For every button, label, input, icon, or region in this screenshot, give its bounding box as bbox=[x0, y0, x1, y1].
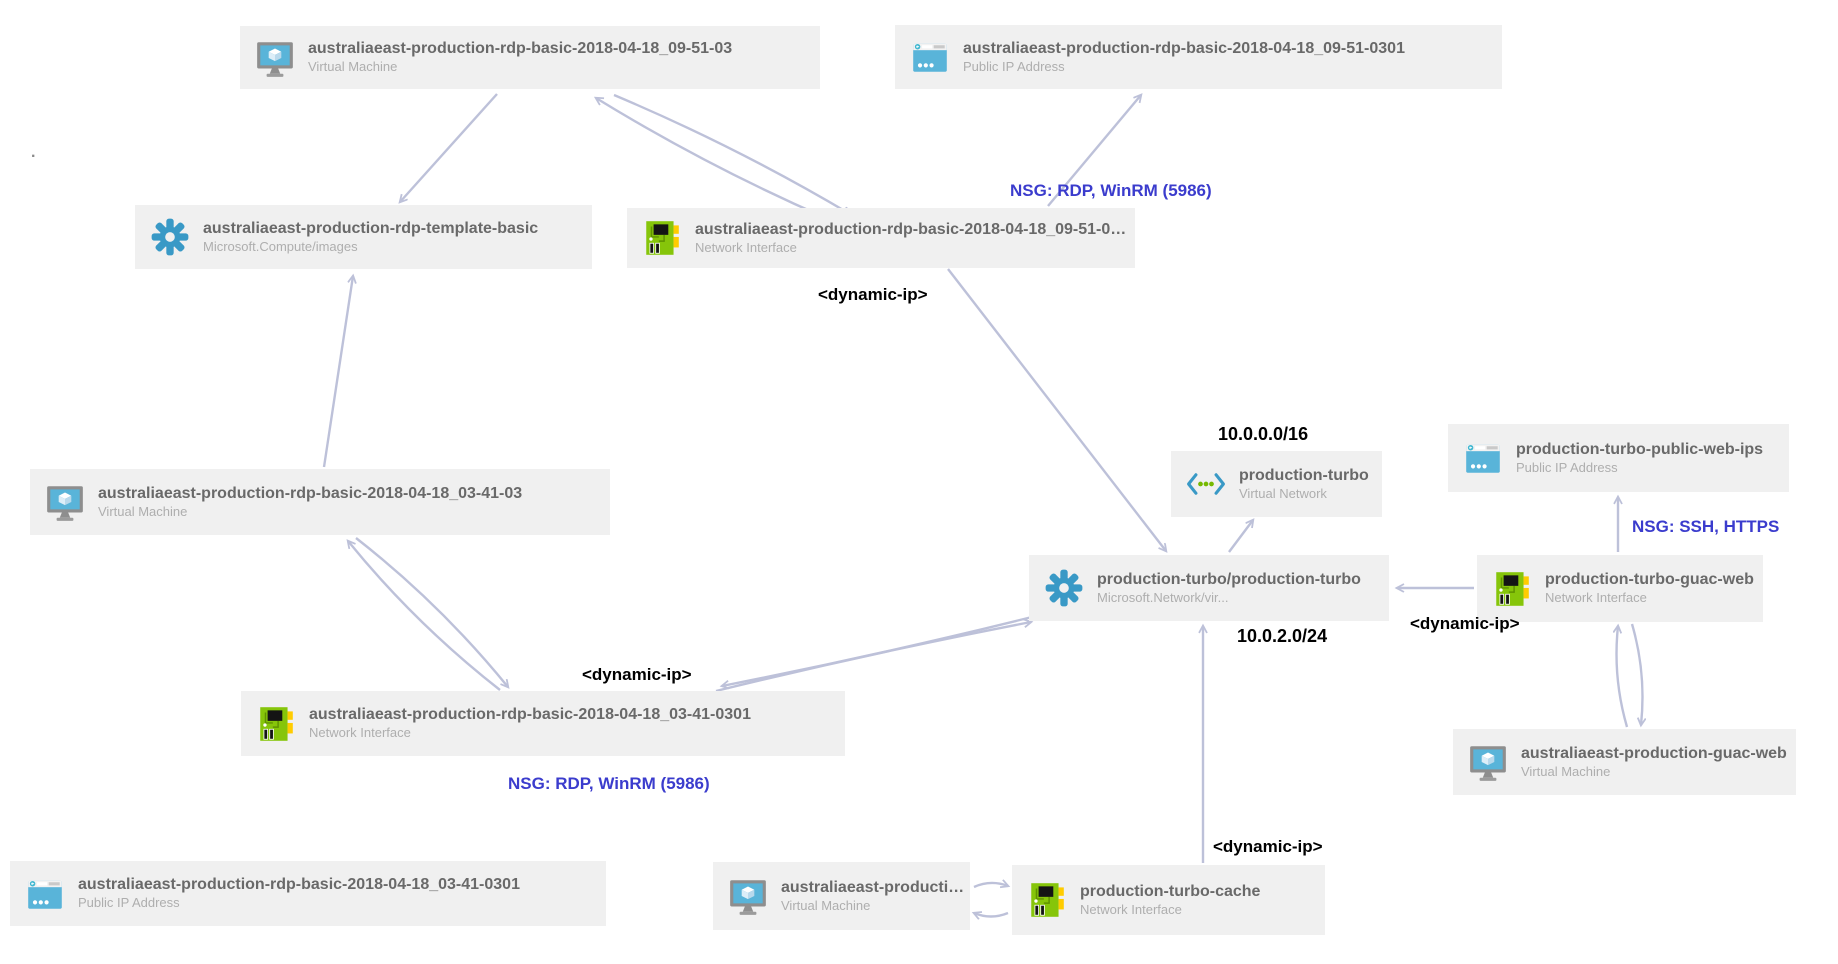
edge-nictop-to-subnet bbox=[947, 268, 1166, 551]
annotation-dynamic-ip-cache: <dynamic-ip> bbox=[1213, 837, 1323, 856]
node-text: australiaeast-production-cacheVirtual Ma… bbox=[781, 878, 970, 915]
node-text: australiaeast-production-rdp-basic-2018-… bbox=[695, 220, 1135, 257]
annotation-cidr-vnet: 10.0.0.0/16 bbox=[1218, 424, 1309, 444]
node-title: production-turbo bbox=[1239, 466, 1369, 484]
node-subtitle: Network Interface bbox=[695, 239, 797, 255]
node-title: australiaeast-production-cache bbox=[781, 878, 970, 896]
public-ip-icon bbox=[23, 872, 67, 916]
node-title: australiaeast-production-rdp-basic-2018-… bbox=[78, 876, 520, 894]
node-title: australiaeast-production-rdp-basic-2018-… bbox=[963, 39, 1405, 57]
annotation-nsg-bottom: NSG: RDP, WinRM (5986) bbox=[508, 774, 710, 793]
edge-vmcache-to-niccache bbox=[973, 883, 1008, 887]
gear-icon bbox=[1042, 566, 1086, 610]
edge-nicbottom-to-vmleft bbox=[348, 541, 501, 691]
annotation-stray-dot: . bbox=[31, 144, 36, 161]
vm-icon bbox=[1466, 740, 1510, 784]
node-title: australiaeast-production-rdp-basic-2018-… bbox=[98, 484, 523, 502]
node-subtitle: Network Interface bbox=[1080, 901, 1182, 917]
node-subtitle: Microsoft.Network/vir... bbox=[1097, 589, 1229, 605]
nic-icon bbox=[254, 702, 298, 746]
node-nic-rdp-0951-0301[interactable]: australiaeast-production-rdp-basic-2018-… bbox=[627, 208, 1135, 268]
edge-vmtop-to-template bbox=[400, 93, 498, 202]
annotation-cidr-subnet: 10.0.2.0/24 bbox=[1237, 626, 1328, 646]
node-title: australiaeast-production-rdp-basic-2018-… bbox=[309, 706, 751, 724]
annotation-nsg-top: NSG: RDP, WinRM (5986) bbox=[1010, 181, 1212, 200]
edge-nictop-to-piptop bbox=[1047, 95, 1141, 207]
node-subtitle: Network Interface bbox=[1545, 590, 1647, 606]
vm-icon bbox=[726, 874, 770, 918]
node-subtitle: Virtual Network bbox=[1239, 485, 1327, 501]
edge-vmleft-to-nicbottom bbox=[355, 537, 508, 687]
node-title: australiaeast-production-guac-web bbox=[1521, 744, 1787, 762]
edge-vmtop-to-nictop bbox=[613, 93, 850, 214]
annotation-nsg-ssh-https: NSG: SSH, HTTPS bbox=[1632, 517, 1780, 536]
node-subtitle: Public IP Address bbox=[963, 58, 1065, 74]
node-text: australiaeast-production-rdp-basic-2018-… bbox=[98, 484, 522, 521]
node-subtitle: Virtual Machine bbox=[781, 897, 871, 913]
node-text: australiaeast-production-rdp-template-ba… bbox=[203, 219, 538, 256]
edge-vmguac-to-nicguac bbox=[1617, 626, 1629, 728]
node-subtitle: Public IP Address bbox=[1516, 459, 1618, 475]
node-vm-cache[interactable]: australiaeast-production-cacheVirtual Ma… bbox=[713, 862, 970, 930]
node-vm-rdp-0951-03[interactable]: australiaeast-production-rdp-basic-2018-… bbox=[240, 26, 820, 89]
node-text: australiaeast-production-rdp-basic-2018-… bbox=[308, 39, 732, 76]
gear-icon bbox=[148, 215, 192, 259]
public-ip-icon bbox=[1461, 436, 1505, 480]
node-title: australiaeast-production-rdp-basic-2018-… bbox=[695, 220, 1135, 238]
vm-icon bbox=[43, 480, 87, 524]
node-vm-rdp-0341-03[interactable]: australiaeast-production-rdp-basic-2018-… bbox=[30, 469, 610, 535]
node-subtitle: Virtual Machine bbox=[98, 503, 188, 519]
node-title: production-turbo/production-turbo bbox=[1097, 570, 1361, 588]
edge-nicbottom-to-subnet bbox=[715, 622, 1031, 693]
node-title: production-turbo-cache bbox=[1080, 882, 1261, 900]
annotation-dynamic-ip-guac: <dynamic-ip> bbox=[1410, 614, 1520, 633]
node-subtitle: Network Interface bbox=[309, 725, 411, 741]
node-subtitle: Virtual Machine bbox=[308, 59, 398, 75]
edge-nicguac-to-vmguac bbox=[1630, 623, 1642, 725]
nic-icon bbox=[1490, 567, 1534, 611]
annotation-dynamic-ip-bottom: <dynamic-ip> bbox=[582, 665, 692, 684]
nic-icon bbox=[640, 216, 684, 260]
node-text: australiaeast-production-rdp-basic-2018-… bbox=[78, 875, 520, 912]
node-title: australiaeast-production-rdp-template-ba… bbox=[203, 219, 539, 237]
annotation-dynamic-ip-top: <dynamic-ip> bbox=[818, 285, 928, 304]
node-subtitle: Microsoft.Compute/images bbox=[203, 238, 358, 254]
edge-niccache-to-vmcache bbox=[974, 913, 1009, 917]
edge-nictop-to-vmtop bbox=[596, 98, 827, 220]
node-text: australiaeast-production-rdp-basic-2018-… bbox=[309, 705, 751, 742]
nic-icon bbox=[1025, 878, 1069, 922]
node-pip-rdp-0341-0301[interactable]: australiaeast-production-rdp-basic-2018-… bbox=[10, 861, 606, 926]
node-nic-rdp-0341-0301[interactable]: australiaeast-production-rdp-basic-2018-… bbox=[241, 691, 845, 756]
node-text: australiaeast-production-rdp-basic-2018-… bbox=[963, 39, 1405, 76]
vnet-icon bbox=[1184, 462, 1228, 506]
node-title: production-turbo-public-web-ips bbox=[1516, 440, 1764, 458]
node-image-template[interactable]: australiaeast-production-rdp-template-ba… bbox=[135, 205, 592, 269]
edge-vmleft-to-template bbox=[322, 276, 353, 468]
node-title: australiaeast-production-rdp-basic-2018-… bbox=[308, 40, 733, 58]
vm-icon bbox=[253, 36, 297, 80]
edge-subnet-to-nicbottom bbox=[722, 614, 1037, 686]
node-title: production-turbo-guac-web bbox=[1545, 571, 1754, 589]
node-subtitle: Virtual Machine bbox=[1521, 763, 1611, 779]
node-pip-rdp-0951-0301[interactable]: australiaeast-production-rdp-basic-2018-… bbox=[895, 25, 1502, 89]
node-subtitle: Public IP Address bbox=[78, 895, 180, 911]
edge-subnet-to-vnet bbox=[1228, 520, 1253, 553]
public-ip-icon bbox=[908, 35, 952, 79]
